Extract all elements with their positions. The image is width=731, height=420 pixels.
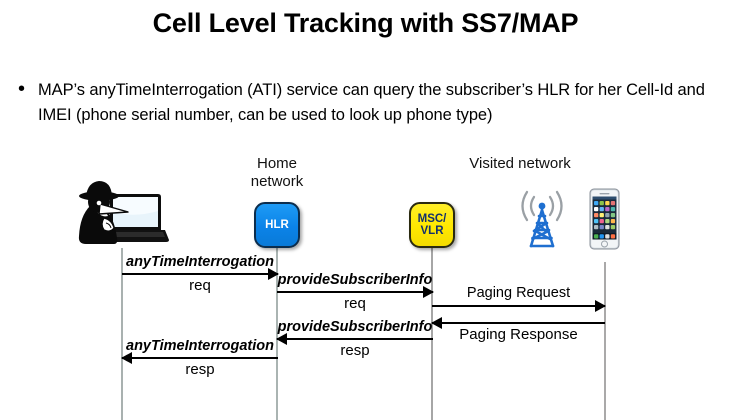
message-line	[122, 357, 278, 360]
spy-with-laptop-icon	[78, 181, 169, 244]
node-msc[interactable]: MSC/ VLR	[409, 202, 455, 248]
arrowhead-right-icon	[595, 299, 606, 312]
node-msc-line2: VLR	[420, 225, 444, 237]
message-label-bottom: resp	[185, 361, 215, 378]
message-label-bottom: req	[344, 295, 366, 312]
smartphone-icon	[589, 188, 620, 250]
arrowhead-left-icon	[121, 351, 132, 364]
message-line	[277, 338, 433, 341]
bullet-list: • MAP’s anyTimeInterrogation (ATI) servi…	[14, 78, 724, 128]
message-label-top: Paging Request	[466, 285, 571, 301]
arrowhead-left-icon	[431, 316, 442, 329]
message-label-bottom: resp	[340, 342, 370, 359]
group-caption-home-line1: Home	[256, 155, 297, 172]
lifeline-hlr	[276, 243, 278, 420]
message-line	[432, 305, 605, 308]
arrowhead-right-icon	[423, 285, 434, 298]
group-caption-home-line2: network	[250, 173, 304, 190]
group-caption-visited: Visited network	[469, 155, 571, 172]
page-title: Cell Level Tracking with SS7/MAP	[152, 8, 579, 38]
message-label-top: anyTimeInterrogation	[126, 254, 274, 270]
bullet-point-icon: •	[18, 78, 26, 100]
lifeline-msc	[431, 243, 433, 420]
message-line	[432, 322, 605, 325]
lifeline-phone	[604, 262, 606, 420]
bullet-text: MAP’s anyTimeInterrogation (ATI) service…	[38, 81, 705, 124]
message-label-top: anyTimeInterrogation	[126, 338, 274, 354]
arrowhead-left-icon	[276, 332, 287, 345]
node-hlr[interactable]: HLR	[254, 202, 300, 248]
list-item: • MAP’s anyTimeInterrogation (ATI) servi…	[14, 78, 724, 128]
node-msc-line1: MSC/	[417, 212, 447, 225]
message-line	[277, 291, 433, 294]
arrowhead-right-icon	[268, 267, 279, 280]
cell-tower-icon	[521, 190, 563, 248]
message-label-bottom: req	[189, 277, 211, 294]
message-label-top: provideSubscriberInfo	[277, 319, 433, 335]
group-caption-home: Home network	[227, 155, 327, 191]
sequence-diagram: Home network Visited network HLR	[0, 150, 731, 420]
lifeline-attacker	[121, 248, 123, 420]
message-label-bottom: Paging Response	[459, 326, 578, 343]
message-line	[122, 273, 278, 276]
message-label-top: provideSubscriberInfo	[277, 272, 433, 288]
